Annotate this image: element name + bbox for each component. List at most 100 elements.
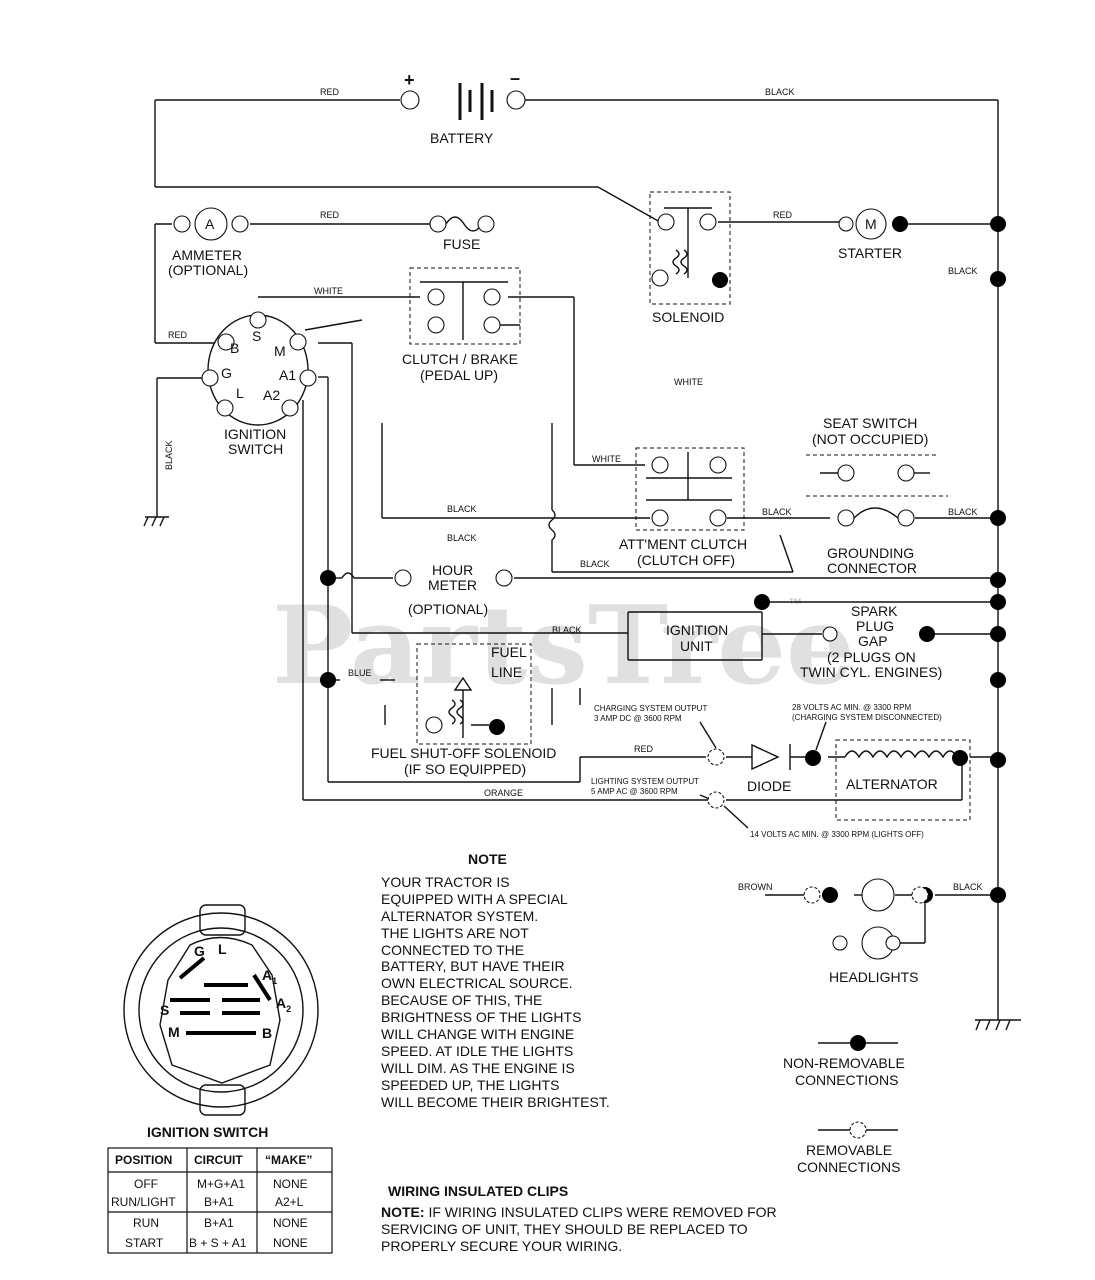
sw-diagram-g: G — [194, 943, 205, 959]
headlights: HEADLIGHTS — [803, 878, 929, 985]
sw-diagram-a1-letter: A — [262, 967, 272, 983]
ammeter-optional: (OPTIONAL) — [168, 262, 248, 278]
table-cell: B+A1 — [204, 1195, 234, 1209]
lighting-out-1: LIGHTING SYSTEM OUTPUT — [591, 777, 699, 786]
sw-diagram-a2-sub: 2 — [286, 1004, 291, 1014]
wire-black-headlight: BLACK — [953, 882, 983, 892]
charging-out-1: CHARGING SYSTEM OUTPUT — [594, 704, 707, 713]
note-line: BATTERY, BUT HAVE THEIR — [381, 958, 565, 974]
legend-nonremovable-1: NON-REMOVABLE — [783, 1055, 905, 1071]
hour-meter-optional: (OPTIONAL) — [408, 601, 488, 617]
legend-removable-2: CONNECTIONS — [797, 1159, 900, 1175]
sw-diagram-l: L — [218, 941, 227, 957]
wire-black-1: BLACK — [447, 504, 477, 514]
att-clutch-off: (CLUTCH OFF) — [637, 552, 735, 568]
ign-term-a1: A1 — [279, 367, 296, 383]
sw-diagram-title: IGNITION SWITCH — [147, 1124, 268, 1140]
ign-label-1: IGNITION — [224, 426, 286, 442]
table-cell: RUN — [133, 1216, 159, 1230]
fuel-solenoid-optional: (IF SO EQUIPPED) — [404, 761, 526, 777]
wire-blue: BLUE — [348, 668, 372, 678]
alternator-label: ALTERNATOR — [846, 776, 938, 792]
ign-term-a2: A2 — [263, 387, 280, 403]
wire-black-right-upper: BLACK — [948, 266, 978, 276]
sw-diagram-a1: A1 — [262, 967, 277, 986]
clips-line-3: PROPERLY SECURE YOUR WIRING. — [381, 1238, 622, 1254]
ign-term-g: G — [221, 365, 232, 381]
battery: + – BATTERY RED BLACK — [155, 68, 998, 146]
seat-switch: SEAT SWITCH (NOT OCCUPIED) GROUNDING CON… — [806, 415, 948, 576]
wire-red-fuel: RED — [634, 744, 654, 754]
ignition-switch-diagram: G L A1 A2 S M B IGNITION SWITCH — [123, 904, 319, 1140]
ignition-unit: IGNITION UNIT — [666, 622, 728, 654]
note-line: WILL BECOME THEIR BRIGHTEST. — [381, 1094, 610, 1110]
table-header-position: POSITION — [115, 1153, 172, 1167]
trademark: ™ — [788, 595, 802, 611]
wire-black-3: BLACK — [580, 559, 610, 569]
table-header-circuit: CIRCUIT — [194, 1153, 243, 1167]
note-line: YOUR TRACTOR IS — [381, 874, 510, 890]
solenoid-label: SOLENOID — [652, 309, 724, 325]
ammeter-symbol: A — [205, 216, 215, 232]
note-block: NOTE YOUR TRACTOR IS EQUIPPED WITH A SPE… — [381, 851, 610, 1110]
wire-red-starter: RED — [773, 210, 793, 220]
ign-term-b: B — [230, 340, 239, 356]
wire-brown: BROWN — [738, 882, 773, 892]
headlights-label: HEADLIGHTS — [829, 969, 918, 985]
wire-red-battery: RED — [320, 87, 340, 97]
clips-title: WIRING INSULATED CLIPS — [388, 1183, 568, 1199]
table-cell: NONE — [273, 1216, 308, 1230]
spark-label-5: TWIN CYL. ENGINES) — [800, 664, 942, 680]
grounding-connector: CONNECTOR — [827, 560, 917, 576]
charging-volts-2: (CHARGING SYSTEM DISCONNECTED) — [792, 713, 942, 722]
legend-nonremovable-2: CONNECTIONS — [795, 1072, 898, 1088]
clutch-brake-label: CLUTCH / BRAKE — [402, 351, 518, 367]
wire-white-att: WHITE — [592, 454, 621, 464]
hour-meter-meter: METER — [428, 577, 477, 593]
clips-line-2: SERVICING OF UNIT, THEY SHOULD BE REPLAC… — [381, 1221, 748, 1237]
note-line: WILL DIM. AS THE ENGINE IS — [381, 1060, 575, 1076]
battery-label: BATTERY — [430, 130, 494, 146]
clips-line-1-text: IF WIRING INSULATED CLIPS WERE REMOVED F… — [425, 1204, 777, 1220]
sw-diagram-a1-sub: 1 — [272, 976, 277, 986]
battery-minus: – — [510, 68, 520, 88]
ign-term-l: L — [236, 385, 244, 401]
seat-switch-label: SEAT SWITCH — [823, 415, 917, 431]
wire-orange: ORANGE — [484, 788, 523, 798]
table-cell: RUN/LIGHT — [111, 1195, 176, 1209]
wire-red-ammeter: RED — [320, 210, 340, 220]
seat-switch-state: (NOT OCCUPIED) — [812, 431, 928, 447]
clips-note: WIRING INSULATED CLIPS NOTE: IF WIRING I… — [381, 1183, 777, 1254]
alternator: ALTERNATOR — [835, 739, 971, 821]
note-line: BRIGHTNESS OF THE LIGHTS — [381, 1009, 581, 1025]
table-cell: B+A1 — [204, 1216, 234, 1230]
wiring-lines — [143, 100, 1021, 1031]
wire-black-seat-right: BLACK — [948, 507, 978, 517]
starter-symbol: M — [865, 216, 877, 232]
lighting-volts: 14 VOLTS AC MIN. @ 3300 RPM (LIGHTS OFF) — [750, 830, 924, 839]
wire-black-2: BLACK — [447, 533, 477, 543]
note-line: SPEEDED UP, THE LIGHTS — [381, 1077, 559, 1093]
spark-label-3: GAP — [858, 633, 888, 649]
note-line: THE LIGHTS ARE NOT — [381, 925, 529, 941]
fuse: FUSE — [429, 215, 495, 252]
ign-term-s: S — [252, 328, 261, 344]
note-line: CONNECTED TO THE — [381, 942, 524, 958]
wire-black-ign-unit: BLACK — [552, 625, 582, 635]
diode-label: DIODE — [747, 778, 791, 794]
note-title: NOTE — [468, 851, 507, 867]
fuel-shutoff-solenoid: FUEL LINE FUEL SHUT-OFF SOLENOID (IF SO … — [371, 643, 556, 777]
note-line: OWN ELECTRICAL SOURCE. — [381, 975, 573, 991]
legend-removable-1: REMOVABLE — [806, 1142, 892, 1158]
ammeter: A AMMETER (OPTIONAL) RED — [168, 207, 340, 278]
sw-diagram-m: M — [168, 1024, 180, 1040]
ignition-switch: B S M G L A1 A2 IGNITION SWITCH RED WHIT… — [164, 286, 343, 470]
clutch-brake-pedal: (PEDAL UP) — [420, 367, 498, 383]
fuel-line: LINE — [491, 664, 522, 680]
table-cell: OFF — [134, 1177, 158, 1191]
sw-diagram-a2-letter: A — [276, 995, 286, 1011]
wire-black-ign: BLACK — [164, 440, 174, 470]
grounding-label: GROUNDING — [827, 545, 914, 561]
ammeter-label: AMMETER — [172, 247, 242, 263]
table-cell: NONE — [273, 1236, 308, 1250]
